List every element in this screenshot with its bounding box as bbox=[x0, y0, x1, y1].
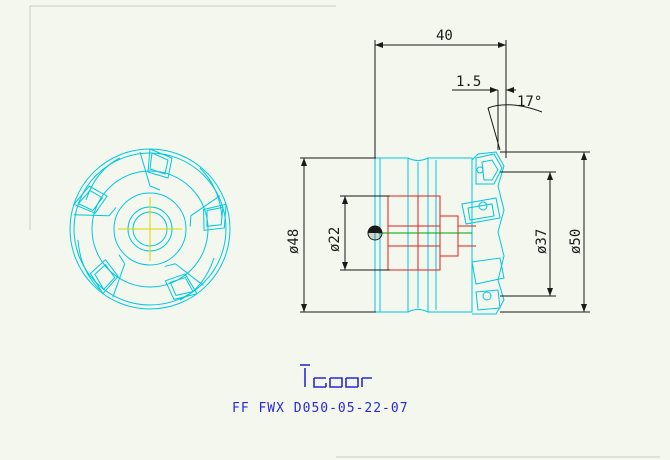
side-view-body-outline bbox=[374, 157, 473, 313]
dimension-arrows bbox=[301, 42, 587, 312]
iscar-logo bbox=[300, 364, 372, 388]
dim-offset-label: 1.5 bbox=[456, 74, 481, 90]
dim-inner-dia-label: ø37 bbox=[534, 229, 550, 254]
side-view-head-outline bbox=[471, 151, 505, 315]
dimension-lines bbox=[300, 40, 590, 313]
side-view bbox=[367, 151, 505, 315]
end-view bbox=[69, 148, 231, 310]
dim-cut-dia-label: ø50 bbox=[568, 229, 584, 254]
dim-bore-dia-label: ø22 bbox=[327, 227, 343, 252]
dim-length-label: 40 bbox=[436, 28, 453, 44]
end-view-inserts bbox=[73, 148, 227, 300]
dim-body-dia-label: ø48 bbox=[286, 229, 302, 254]
dim-angle-label: 17° bbox=[517, 94, 542, 110]
end-view-hub-circle bbox=[113, 192, 187, 266]
drawing-title: FF FWX D050-05-22-07 bbox=[232, 401, 409, 416]
end-view-body-circle bbox=[91, 170, 209, 288]
end-view-centerlines bbox=[118, 197, 182, 261]
